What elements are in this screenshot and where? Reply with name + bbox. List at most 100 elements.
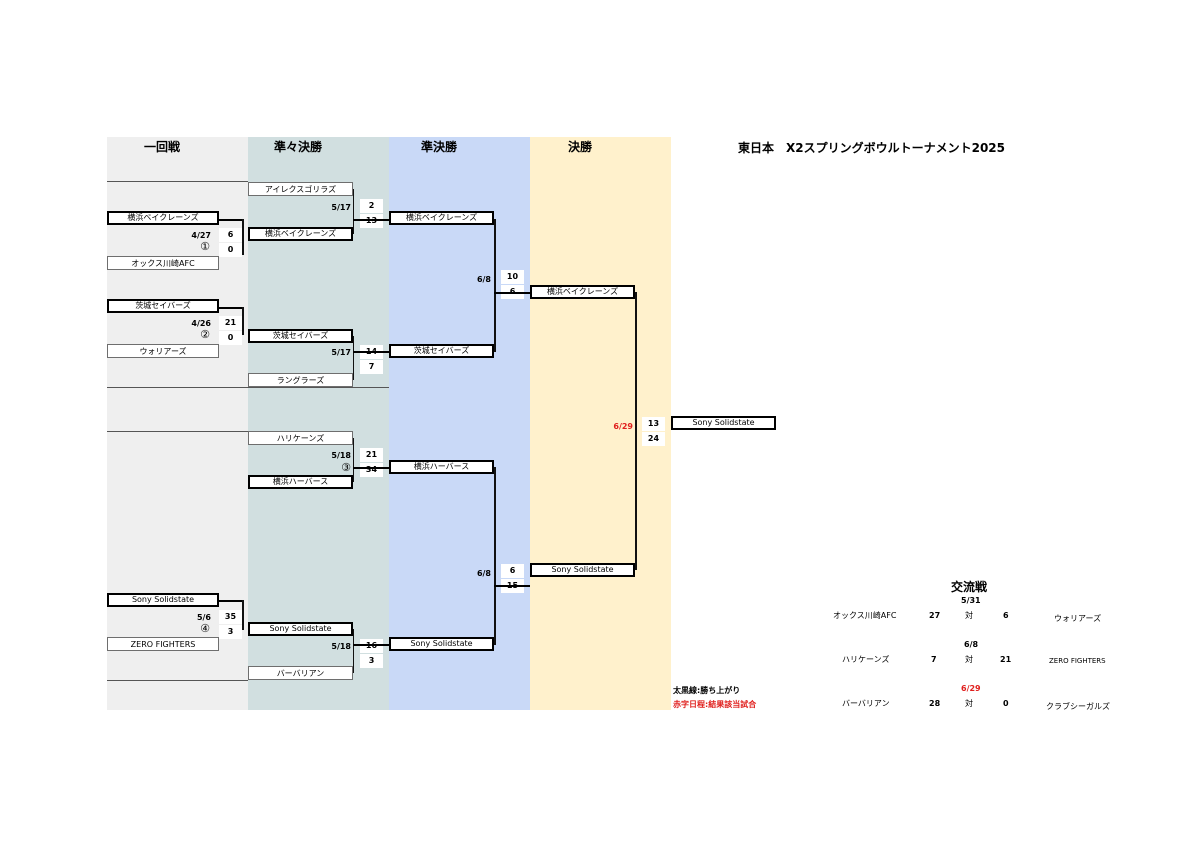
game-number: ④: [200, 622, 210, 635]
score-cell: 3: [360, 654, 383, 668]
score-cell: 35: [219, 610, 242, 624]
bracket-line: [353, 629, 354, 673]
score-cell: 16: [360, 639, 383, 653]
header-quarter: 準々決勝: [273, 140, 322, 154]
exchange-vs: 対: [965, 655, 973, 664]
score-cell: 10: [501, 270, 524, 284]
exchange-home: オックス川崎AFC: [833, 611, 897, 620]
game-date: 6/29: [613, 422, 633, 431]
game-date: 6/8: [476, 569, 491, 578]
score-cell: 13: [642, 417, 665, 431]
exchange-home: ハリケーンズ: [842, 655, 890, 664]
team-cell: 横浜ハーバース: [389, 460, 494, 474]
header-final: 決勝: [567, 140, 592, 154]
exchange-home-score: 7: [931, 655, 937, 664]
score-cell: 0: [219, 331, 242, 345]
bracket-line: [219, 307, 242, 309]
team-cell: 茨城セイバーズ: [389, 344, 494, 358]
team-cell: Sony Solidstate: [530, 563, 635, 577]
team-cell: ウォリアーズ: [107, 344, 219, 358]
bracket-line: [353, 644, 389, 646]
bracket-line: [219, 219, 242, 221]
game-date: 4/27: [191, 231, 211, 240]
bracket-line: [353, 336, 354, 380]
game-date: 5/17: [331, 348, 351, 357]
row-divider: [107, 387, 248, 388]
header-semi: 準決勝: [420, 140, 457, 154]
game-date: 5/18: [331, 642, 351, 651]
exchange-date: 5/31: [961, 596, 981, 605]
team-cell: オックス川崎AFC: [107, 256, 219, 270]
exchange-away: ウォリアーズ: [1054, 614, 1102, 623]
bracket-line: [494, 467, 496, 645]
bracket-line: [635, 292, 637, 570]
exchange-date: 6/29: [961, 684, 981, 693]
bracket-line: [242, 219, 244, 255]
score-cell: 24: [642, 432, 665, 446]
exchange-away: ZERO FIGHTERS: [1049, 657, 1106, 665]
bracket-line: [242, 307, 244, 335]
team-cell: 横浜ベイクレーンズ: [389, 211, 494, 225]
team-cell: 茨城セイバーズ: [248, 329, 353, 343]
game-date: 5/17: [331, 203, 351, 212]
bracket-line: [494, 219, 496, 352]
team-cell: Sony Solidstate: [107, 593, 219, 607]
score-cell: 21: [360, 448, 383, 462]
game-date: 4/26: [191, 319, 211, 328]
exchange-away: クラブシーガルズ: [1046, 702, 1110, 711]
score-cell: 7: [360, 360, 383, 374]
bracket-line: [353, 189, 354, 234]
score-cell: 3: [219, 625, 242, 639]
exchange-home-score: 27: [929, 611, 941, 620]
team-cell: 横浜ベイクレーンズ: [107, 211, 219, 225]
legend-bold-line: 太黒線:勝ち上がり: [673, 686, 741, 695]
legend-red-date: 赤字日程:結果該当試合: [673, 700, 757, 709]
exchange-away-score: 0: [1003, 699, 1009, 708]
bracket-line: [353, 467, 389, 469]
team-cell: 横浜ベイクレーンズ: [248, 227, 353, 241]
team-cell: Sony Solidstate: [389, 637, 494, 651]
exchange-vs: 対: [965, 699, 973, 708]
exchange-title: 交流戦: [951, 580, 988, 594]
game-date: 5/18: [331, 451, 351, 460]
game-date: 5/6: [196, 613, 211, 622]
score-cell: 21: [219, 316, 242, 330]
team-cell: ハリケーンズ: [248, 431, 353, 445]
exchange-away-score: 21: [1000, 655, 1012, 664]
score-cell: 13: [360, 214, 383, 228]
score-cell: 34: [360, 463, 383, 477]
bracket-line: [353, 351, 389, 353]
score-cell: 0: [219, 243, 242, 257]
team-cell: 横浜ベイクレーンズ: [530, 285, 635, 299]
exchange-home: バーバリアン: [842, 699, 890, 708]
exchange-home-score: 28: [929, 699, 941, 708]
exchange-date: 6/8: [964, 640, 979, 649]
row-divider: [107, 181, 248, 182]
score-cell: 6: [219, 228, 242, 242]
header-round1: 一回戦: [143, 140, 180, 154]
row-divider: [248, 387, 389, 388]
bracket-line: [494, 585, 530, 587]
bracket-line: [219, 600, 242, 602]
team-cell: バーバリアン: [248, 666, 353, 680]
exchange-vs: 対: [965, 611, 973, 620]
team-cell: ラングラーズ: [248, 373, 353, 387]
team-cell: 横浜ハーバース: [248, 475, 353, 489]
bracket-line: [353, 219, 389, 221]
game-number: ②: [200, 328, 210, 341]
bracket-line: [353, 438, 354, 482]
team-cell: ZERO FIGHTERS: [107, 637, 219, 651]
game-number: ①: [200, 240, 210, 253]
page-title: 東日本 X2スプリングボウルトーナメント2025: [738, 141, 1006, 155]
semi-column: [389, 137, 530, 710]
bracket-line: [494, 292, 530, 294]
score-cell: 6: [501, 564, 524, 578]
score-cell: 2: [360, 199, 383, 213]
team-cell: 茨城セイバーズ: [107, 299, 219, 313]
row-divider: [107, 680, 248, 681]
bracket-line: [242, 600, 244, 630]
game-date: 6/8: [476, 275, 491, 284]
team-cell: Sony Solidstate: [248, 622, 353, 636]
champion-cell: Sony Solidstate: [671, 416, 776, 430]
row-divider: [107, 431, 248, 432]
